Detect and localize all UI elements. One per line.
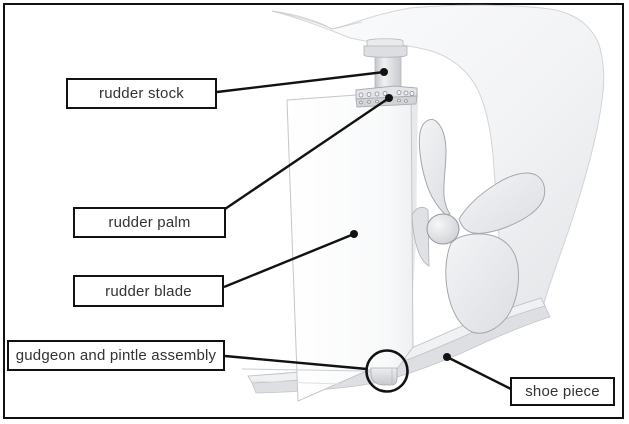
leader-rudder-stock	[216, 70, 385, 94]
label-shoe-piece: shoe piece	[510, 377, 615, 406]
pintle-foot	[370, 367, 398, 386]
propeller-blade-top	[418, 119, 451, 216]
propeller-blade-bottom	[445, 233, 519, 334]
label-rudder-palm: rudder palm	[73, 207, 226, 238]
marker-dot-shoe-piece	[443, 353, 451, 361]
marker-dot-rudder-blade	[350, 230, 358, 238]
propeller-blade-left	[411, 206, 430, 267]
rudder-stock-part	[363, 38, 408, 93]
gudgeon-circle-annotation	[365, 349, 409, 393]
hull-knuckle-line	[271, 10, 363, 30]
label-rudder-stock: rudder stock	[66, 78, 217, 109]
rudder-blade-part	[241, 90, 418, 402]
leader-shoe-piece	[446, 355, 512, 391]
leader-gudgeon	[224, 354, 368, 371]
marker-dot-rudder-stock	[380, 68, 388, 76]
propeller-blade-right	[458, 172, 546, 234]
label-gudgeon-pintle: gudgeon and pintle assembly	[7, 340, 225, 371]
rudder-palm-part	[355, 85, 418, 108]
label-rudder-blade: rudder blade	[73, 275, 224, 307]
hull-stern	[271, 4, 605, 322]
propeller-hub	[426, 213, 460, 245]
leader-rudder-palm	[224, 97, 390, 210]
propeller-part	[411, 119, 546, 334]
leader-rudder-blade	[223, 232, 355, 289]
marker-dot-rudder-palm	[385, 94, 393, 102]
